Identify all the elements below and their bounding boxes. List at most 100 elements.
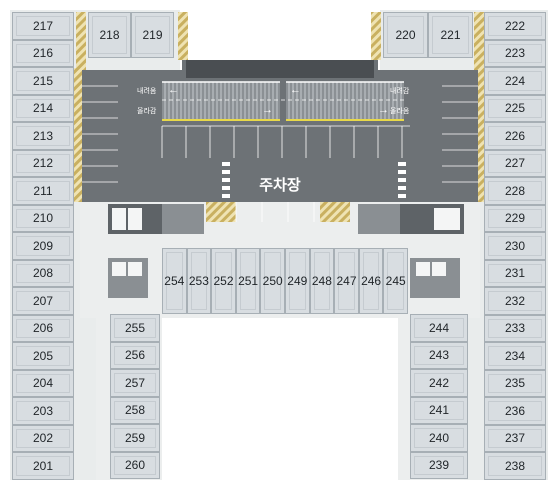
hatch-column <box>476 68 484 202</box>
unit-204: 204 <box>12 369 74 397</box>
arrow-right-icon: → <box>262 104 273 116</box>
hatch-column <box>178 12 188 60</box>
unit-217: 217 <box>12 12 74 40</box>
unit-number: 243 <box>428 348 450 363</box>
unit-number: 217 <box>32 18 54 33</box>
unit-number: 240 <box>428 430 450 445</box>
unit-228: 228 <box>484 177 546 205</box>
unit-number: 238 <box>504 458 526 473</box>
unit-259: 259 <box>110 424 160 452</box>
unit-253: 253 <box>186 248 212 314</box>
unit-203: 203 <box>12 397 74 425</box>
unit-250: 250 <box>260 248 285 314</box>
unit-number: 242 <box>428 375 450 390</box>
core-west <box>108 204 204 298</box>
unit-number: 257 <box>124 375 146 390</box>
parking-stalls <box>82 85 478 222</box>
unit-number: 212 <box>32 156 54 171</box>
unit-208: 208 <box>12 259 74 287</box>
unit-number: 209 <box>32 238 54 253</box>
unit-number: 245 <box>385 274 406 288</box>
unit-213: 213 <box>12 122 74 150</box>
unit-211: 211 <box>12 177 74 205</box>
unit-207: 207 <box>12 287 74 315</box>
unit-239: 239 <box>410 451 468 479</box>
unit-244: 244 <box>410 314 468 342</box>
unit-number: 207 <box>32 293 54 308</box>
unit-210: 210 <box>12 204 74 232</box>
arrow-left-icon: ← <box>168 84 179 96</box>
unit-number: 236 <box>504 403 526 418</box>
hatch-column <box>371 12 381 60</box>
core-east <box>358 204 464 298</box>
unit-number: 218 <box>99 28 120 42</box>
unit-242: 242 <box>410 369 468 397</box>
hatch-column <box>76 12 86 70</box>
unit-number: 246 <box>361 274 382 288</box>
unit-number: 254 <box>164 274 185 288</box>
unit-number: 228 <box>504 183 526 198</box>
ramp-right <box>286 82 404 120</box>
unit-number: 210 <box>32 211 54 226</box>
parking-label: 주차장 <box>259 177 301 194</box>
unit-218: 218 <box>88 12 131 58</box>
unit-number: 255 <box>124 320 146 335</box>
unit-number: 248 <box>311 274 332 288</box>
unit-260: 260 <box>110 451 160 479</box>
unit-255: 255 <box>110 314 160 342</box>
unit-231: 231 <box>484 259 546 287</box>
unit-222: 222 <box>484 12 546 40</box>
unit-245: 245 <box>383 248 408 314</box>
ramp-label-left-up: 올라감 <box>137 108 157 115</box>
unit-number: 206 <box>32 321 54 336</box>
unit-number: 211 <box>33 183 53 198</box>
ramp-label-right-down: 내려감 <box>390 88 410 95</box>
unit-number: 253 <box>188 274 209 288</box>
unit-number: 230 <box>504 238 526 253</box>
unit-number: 231 <box>504 266 526 281</box>
hatch-column <box>74 68 82 202</box>
unit-227: 227 <box>484 149 546 177</box>
unit-215: 215 <box>12 67 74 95</box>
unit-number: 235 <box>504 376 526 391</box>
unit-223: 223 <box>484 39 546 67</box>
unit-number: 241 <box>428 403 450 418</box>
unit-251: 251 <box>235 248 261 314</box>
unit-226: 226 <box>484 122 546 150</box>
unit-number: 249 <box>287 274 308 288</box>
unit-234: 234 <box>484 342 546 370</box>
unit-232: 232 <box>484 287 546 315</box>
unit-number: 256 <box>124 348 146 363</box>
unit-number: 215 <box>32 73 54 88</box>
unit-number: 214 <box>32 101 54 116</box>
unit-257: 257 <box>110 369 160 397</box>
unit-number: 216 <box>32 46 54 61</box>
unit-221: 221 <box>428 12 473 58</box>
unit-number: 213 <box>32 128 54 143</box>
unit-237: 237 <box>484 424 546 452</box>
unit-258: 258 <box>110 396 160 424</box>
unit-number: 204 <box>32 376 54 391</box>
unit-number: 223 <box>504 46 526 61</box>
unit-201: 201 <box>12 452 74 480</box>
unit-224: 224 <box>484 67 546 95</box>
unit-number: 252 <box>213 274 234 288</box>
unit-number: 222 <box>504 18 526 33</box>
unit-214: 214 <box>12 94 74 122</box>
unit-247: 247 <box>334 248 359 314</box>
ramp-left <box>162 82 280 120</box>
unit-number: 250 <box>262 274 283 288</box>
unit-216: 216 <box>12 39 74 67</box>
unit-number: 202 <box>32 431 54 446</box>
unit-254: 254 <box>162 248 187 314</box>
unit-number: 233 <box>504 321 526 336</box>
unit-209: 209 <box>12 232 74 260</box>
unit-248: 248 <box>309 248 335 314</box>
unit-number: 227 <box>504 156 526 171</box>
parking-wall <box>186 60 374 78</box>
hatch-block <box>320 200 350 222</box>
unit-number: 220 <box>395 28 416 42</box>
unit-246: 246 <box>358 248 384 314</box>
unit-240: 240 <box>410 424 468 452</box>
